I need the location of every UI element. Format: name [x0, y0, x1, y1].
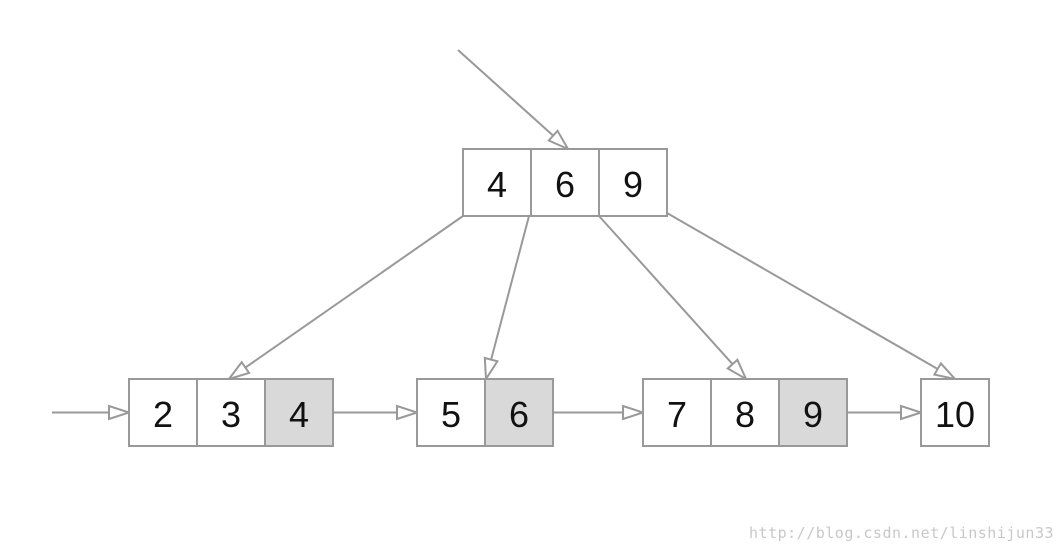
arrow-head: [483, 356, 499, 383]
tree-links: [52, 49, 958, 421]
leaf-next-pointer: [333, 404, 421, 421]
link-line: [666, 212, 939, 370]
leaf-next-pointer: [553, 404, 647, 421]
key-cell: [920, 378, 990, 447]
key-cell: [196, 378, 266, 447]
key-label: 10: [935, 394, 975, 435]
key-cell: [642, 378, 712, 447]
key-label: 9: [623, 164, 643, 205]
key-cell-highlighted: [264, 378, 334, 447]
key-cell-highlighted: [484, 378, 554, 447]
key-label: 8: [735, 394, 755, 435]
watermark-text: http://blog.csdn.net/linshijun33: [749, 524, 1054, 542]
child-pointer: [483, 215, 530, 383]
leaf-entry-pointer: [52, 404, 133, 421]
key-cell: [530, 148, 600, 217]
arrow-head: [726, 358, 749, 382]
arrow-head: [900, 404, 925, 421]
link-line: [244, 215, 464, 369]
link-line: [490, 215, 530, 360]
leaf-next-pointer: [847, 404, 925, 421]
link-line: [598, 215, 734, 365]
key-label: 7: [667, 394, 687, 435]
root-entry-pointer: [457, 49, 571, 152]
arrow-head: [932, 361, 958, 381]
key-cell: [710, 378, 780, 447]
arrow-head: [108, 404, 133, 421]
key-label: 4: [289, 394, 309, 435]
child-pointer: [598, 215, 749, 382]
arrow-head: [622, 404, 647, 421]
leaf-node: 2 3 4: [128, 378, 334, 447]
key-label: 9: [803, 394, 823, 435]
key-cell: [416, 378, 486, 447]
child-pointer: [226, 215, 464, 381]
leaf-node: 10: [920, 378, 990, 447]
leaf-node: 7 8 9: [642, 378, 848, 447]
key-cell: [598, 148, 668, 217]
key-label: 6: [509, 394, 529, 435]
key-cell: [128, 378, 198, 447]
key-label: 2: [153, 394, 173, 435]
key-label: 4: [487, 164, 507, 205]
arrow-head: [396, 404, 421, 421]
arrow-head: [226, 360, 251, 381]
key-label: 6: [555, 164, 575, 205]
arrow-head: [547, 129, 571, 152]
child-pointer: [666, 212, 958, 381]
key-cell-highlighted: [778, 378, 848, 447]
root-node: 4 6 9: [462, 148, 668, 217]
key-label: 3: [221, 394, 241, 435]
link-line: [457, 49, 554, 137]
key-label: 5: [441, 394, 461, 435]
